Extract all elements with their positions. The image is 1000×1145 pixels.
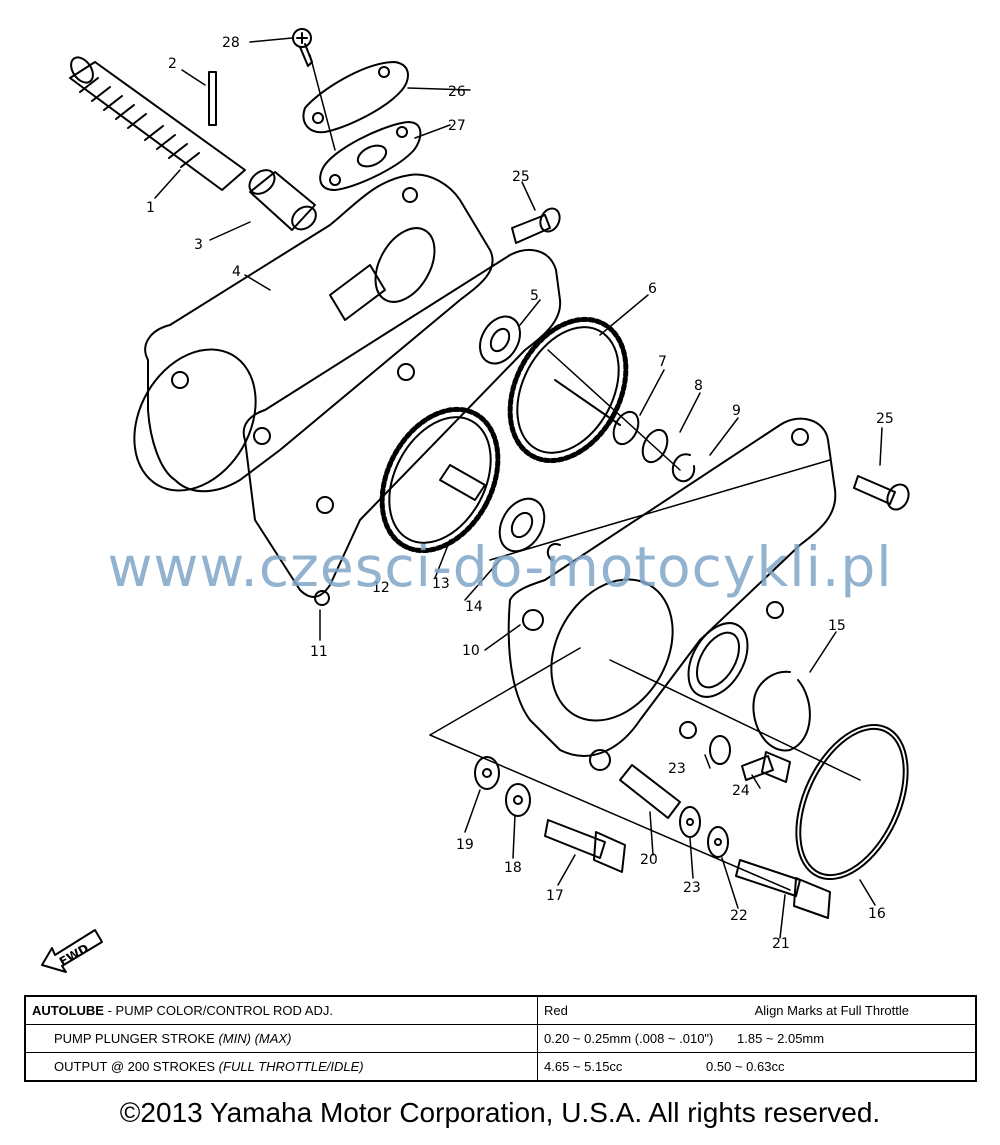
circlip-9-part <box>671 453 696 483</box>
callout-25-upper: 25 <box>512 169 530 185</box>
table-row: AUTOLUBE - PUMP COLOR/CONTROL ROD ADJ. R… <box>24 995 977 1025</box>
callout-6: 6 <box>648 281 657 297</box>
washer-23-lower-part <box>679 806 701 838</box>
callout-10: 10 <box>462 643 480 659</box>
cover-plate-part <box>302 61 409 134</box>
callout-23-upper: 23 <box>668 761 686 777</box>
bearing-lower-part <box>498 497 561 561</box>
gear-lower-part <box>379 406 501 554</box>
parts-diagram: 28 2 26 27 1 25 3 4 5 6 7 8 9 25 12 13 1… <box>41 28 910 973</box>
washer-18-part <box>505 783 531 817</box>
output-idle: 0.50 ~ 0.63cc <box>706 1059 785 1074</box>
callout-24: 24 <box>732 783 750 799</box>
table-cell: 0.20 ~ 0.25mm (.008 ~ .010") 1.85 ~ 2.05… <box>537 1024 977 1053</box>
callout-20: 20 <box>640 852 658 868</box>
bearing-upper-part <box>479 315 521 365</box>
leader-lines <box>154 37 883 939</box>
callout-23-lower: 23 <box>683 880 701 896</box>
gasket-small-part <box>319 121 422 191</box>
table-cell: Red Align Marks at Full Throttle <box>537 995 977 1025</box>
copyright-notice: ©2013 Yamaha Motor Corporation, U.S.A. A… <box>119 1097 881 1128</box>
pin-part <box>208 71 217 126</box>
worm-shaft-part <box>69 56 246 191</box>
callout-13: 13 <box>432 576 450 592</box>
autolube-heading: AUTOLUBE <box>32 1003 104 1018</box>
table-cell: 4.65 ~ 5.15cc 0.50 ~ 0.63cc <box>537 1052 977 1082</box>
spec-table: AUTOLUBE - PUMP COLOR/CONTROL ROD ADJ. R… <box>24 995 977 1082</box>
output-label: OUTPUT @ 200 STROKES <box>54 1059 219 1074</box>
bushing-part <box>248 169 317 231</box>
table-row: PUMP PLUNGER STROKE (MIN) (MAX) 0.20 ~ 0… <box>24 1024 977 1053</box>
plunger-stroke-min: 0.20 ~ 0.25mm (.008 ~ .010") <box>544 1031 714 1046</box>
pump-cover-part <box>507 417 837 771</box>
dowel-part <box>619 764 681 819</box>
callout-22: 22 <box>730 908 748 924</box>
callout-28: 28 <box>222 35 240 51</box>
washer-8-part <box>641 428 669 464</box>
callout-8: 8 <box>694 378 703 394</box>
callout-11: 11 <box>310 644 328 660</box>
bolt-25-right-part <box>853 475 910 511</box>
callout-1: 1 <box>146 200 155 216</box>
plunger-stroke-label: PUMP PLUNGER STROKE <box>54 1031 219 1046</box>
callout-5: 5 <box>530 288 539 304</box>
callout-18: 18 <box>504 860 522 876</box>
callout-4: 4 <box>232 264 241 280</box>
fwd-arrow-icon <box>41 929 103 973</box>
callout-9: 9 <box>732 403 741 419</box>
plunger-stroke-max: 1.85 ~ 2.05mm <box>737 1031 825 1046</box>
callout-12: 12 <box>372 580 390 596</box>
callout-19: 19 <box>456 837 474 853</box>
gear-upper-part <box>507 316 629 464</box>
bolt-24-part <box>741 751 791 783</box>
assembly-lines <box>309 54 861 891</box>
washer-23-upper-part <box>709 735 731 765</box>
callout-3: 3 <box>194 237 203 253</box>
table-row: OUTPUT @ 200 STROKES (FULL THROTTLE/IDLE… <box>24 1052 977 1082</box>
callout-26: 26 <box>448 84 466 100</box>
callout-7: 7 <box>658 354 667 370</box>
callout-14: 14 <box>465 599 483 615</box>
bolt-25-upper-part <box>511 207 561 244</box>
fwd-label: FWD <box>57 941 91 969</box>
plunger-stroke-qualifier: (MIN) (MAX) <box>218 1031 292 1046</box>
pump-color-value: Red <box>544 1003 568 1018</box>
o-ring-part <box>795 723 909 881</box>
callout-15: 15 <box>828 618 846 634</box>
callout-17: 17 <box>546 888 564 904</box>
autolube-heading-rest: - PUMP COLOR/CONTROL ROD ADJ. <box>103 1003 333 1018</box>
bolt-21-part <box>735 859 831 919</box>
gasket-large-part <box>242 249 562 606</box>
callout-25-right: 25 <box>876 411 894 427</box>
callout-16: 16 <box>868 906 886 922</box>
table-cell: AUTOLUBE - PUMP COLOR/CONTROL ROD ADJ. <box>24 995 538 1025</box>
circlip-15-part <box>752 670 811 752</box>
callout-27: 27 <box>448 118 466 134</box>
pump-housing-part <box>133 173 494 493</box>
output-full-throttle: 4.65 ~ 5.15cc <box>544 1059 623 1074</box>
callout-21: 21 <box>772 936 790 952</box>
output-qualifier: (FULL THROTTLE/IDLE) <box>218 1059 364 1074</box>
control-rod-value: Align Marks at Full Throttle <box>754 1003 909 1018</box>
screw-part <box>292 28 313 67</box>
washer-19-part <box>474 756 500 790</box>
watermark: www.czesci-do-motocykli.pl <box>107 535 893 599</box>
table-cell: OUTPUT @ 200 STROKES (FULL THROTTLE/IDLE… <box>24 1052 538 1082</box>
callout-2: 2 <box>168 56 177 72</box>
washer-22-part <box>707 826 729 858</box>
washer-7-part <box>612 410 640 446</box>
bolt-17-part <box>544 819 626 873</box>
table-cell: PUMP PLUNGER STROKE (MIN) (MAX) <box>24 1024 538 1053</box>
